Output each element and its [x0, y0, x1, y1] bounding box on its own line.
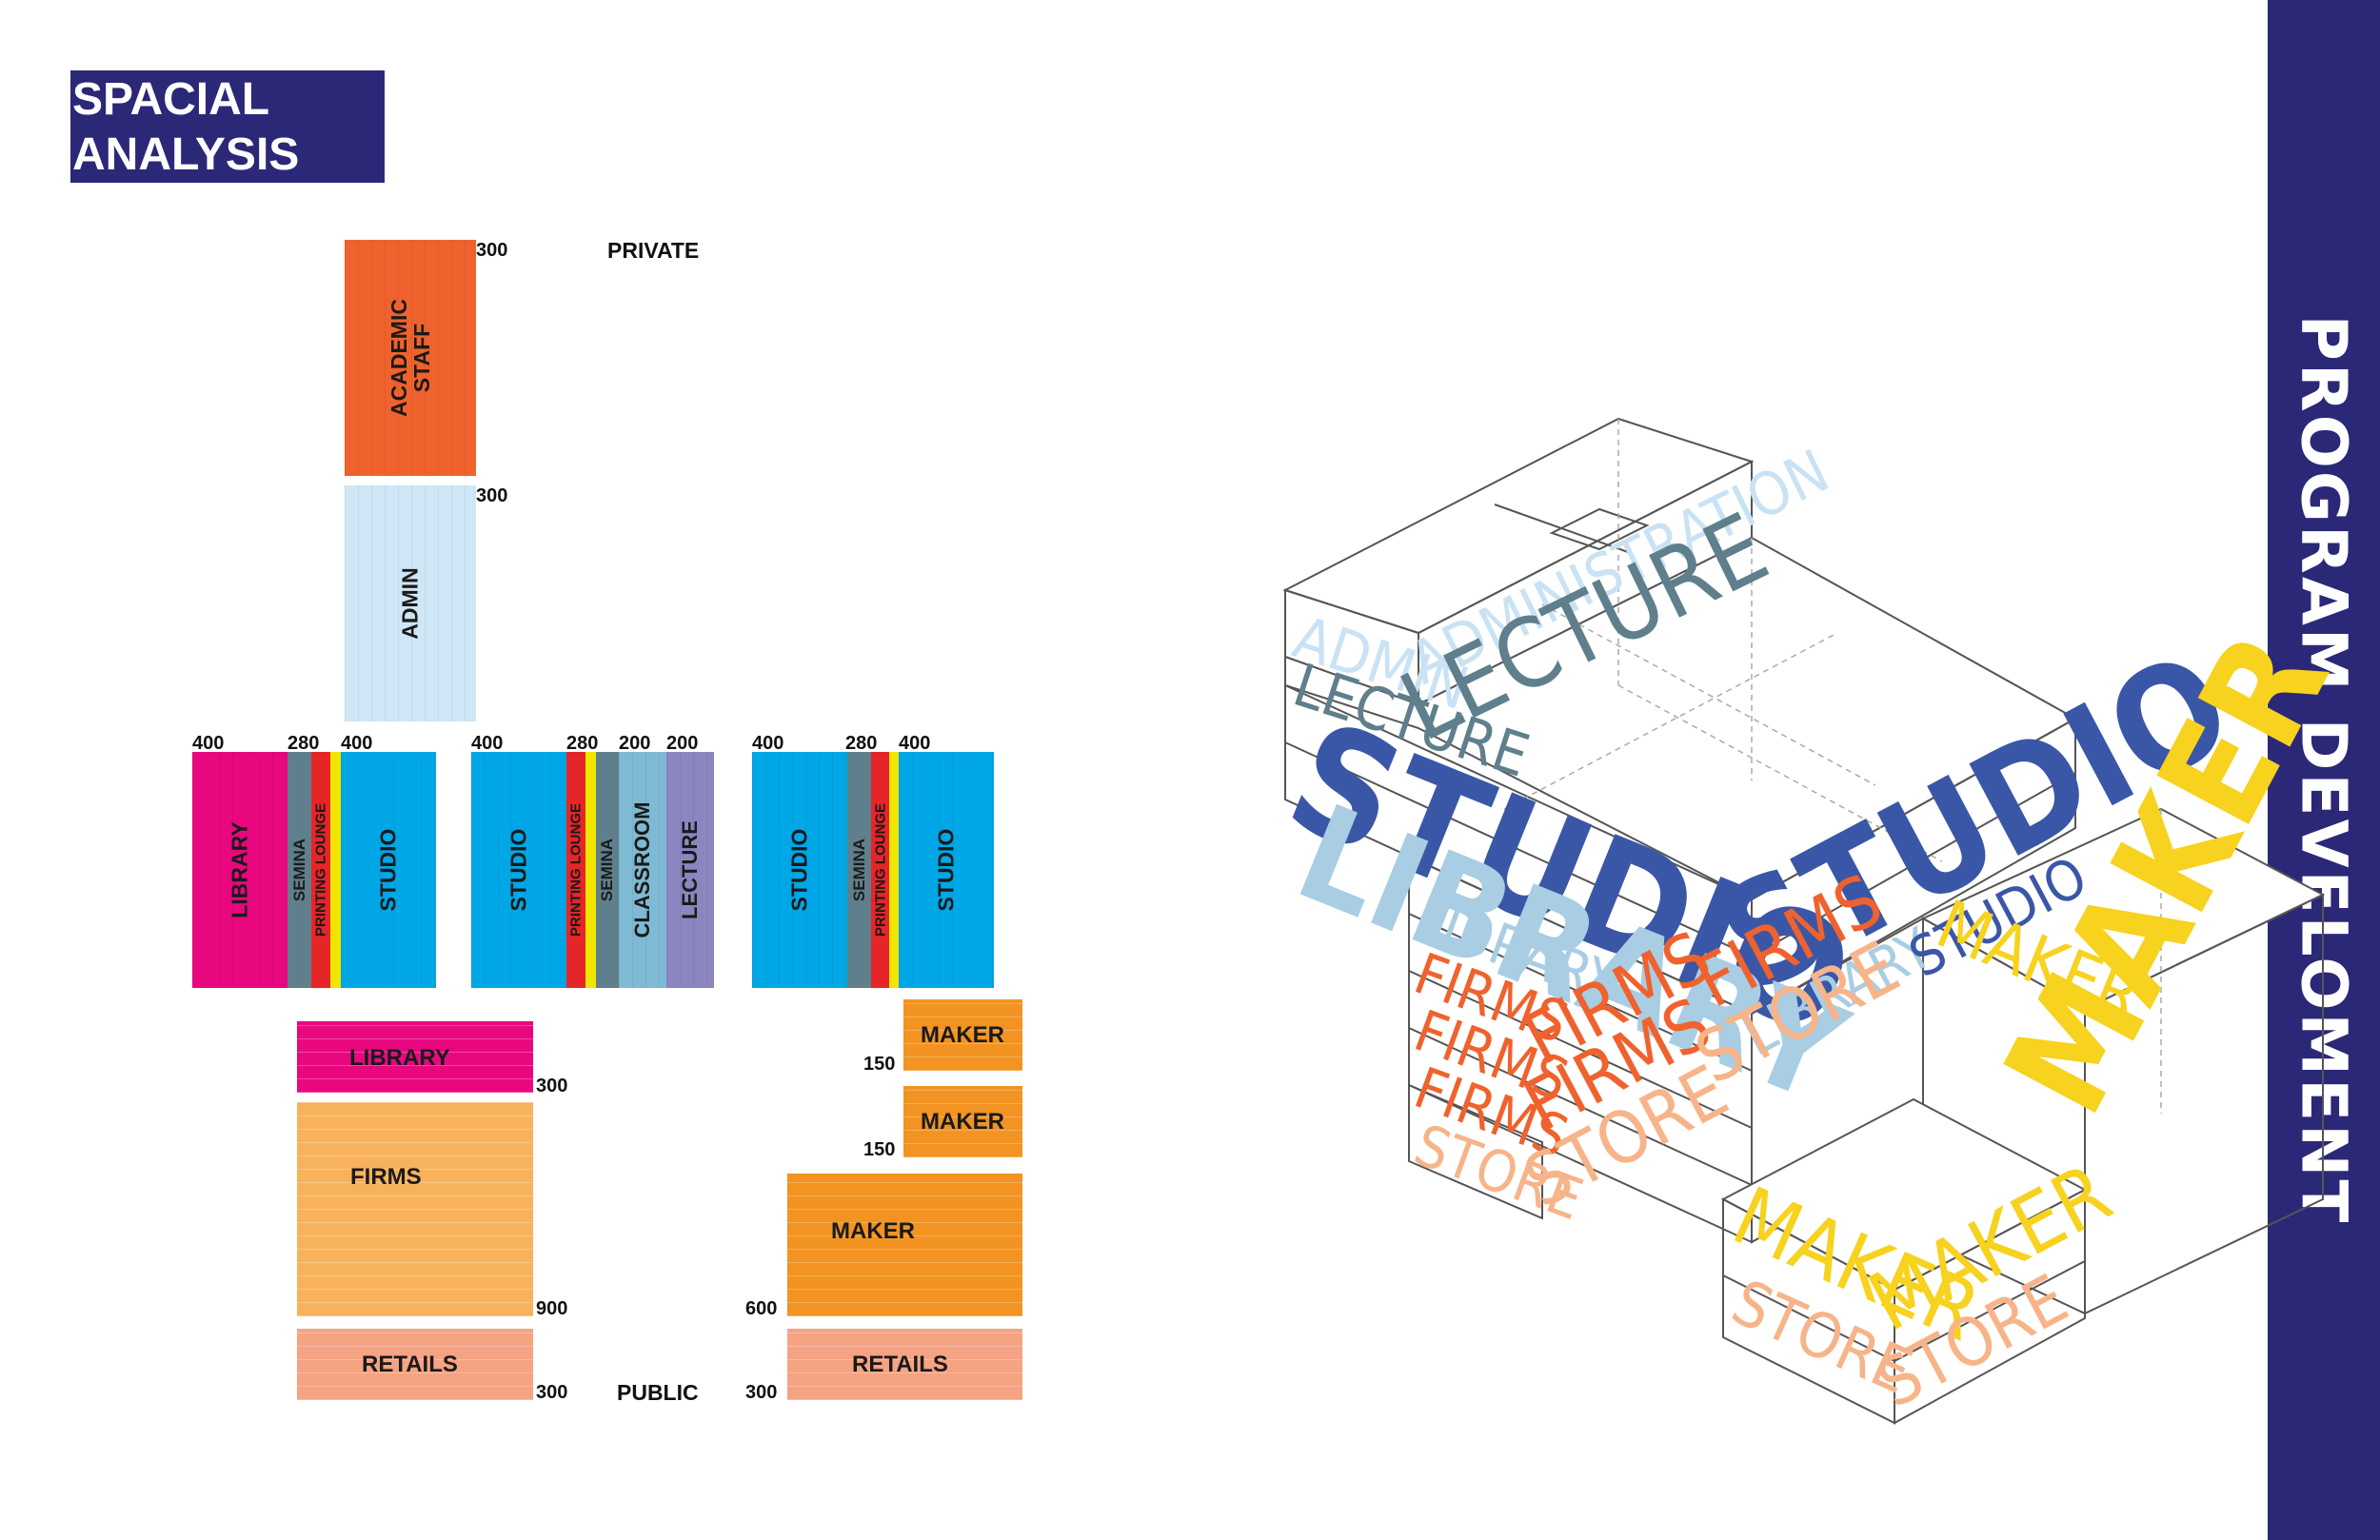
- page-title: SPACIAL ANALYSIS: [70, 70, 385, 183]
- g3-area-2: 280: [845, 733, 878, 754]
- g2-semina-block: SEMINA: [596, 752, 619, 988]
- iso-studio-front-right: [1751, 717, 2076, 1016]
- g3-studio-block-1: STUDIO: [752, 752, 847, 988]
- g3-printing-label: PRINTING LOUNGE: [872, 802, 888, 938]
- title-line-2: ANALYSIS: [72, 129, 300, 180]
- g2-semina-label: SEMINA: [598, 838, 616, 902]
- iso-top-shaft: [1549, 507, 1650, 551]
- title-line-1: SPACIAL: [72, 74, 270, 125]
- g1-printing-label: PRINTING LOUNGE: [312, 802, 329, 938]
- g2-lecture-label: LECTURE: [678, 820, 702, 919]
- maker-1-label: MAKER: [921, 1022, 1004, 1048]
- g2-printing-block: PRINTING LOUNGE: [566, 752, 585, 988]
- iso-store-left: [1408, 1083, 1543, 1220]
- g2-studio-label: STUDIO: [506, 828, 531, 912]
- maker-1-block: MAKER: [903, 999, 1022, 1071]
- g1-studio-block: STUDIO: [341, 752, 436, 988]
- iso-studio-mid-left: [1284, 741, 1753, 958]
- zone-public-label: PUBLIC: [617, 1380, 699, 1405]
- g2-area-2: 280: [566, 733, 599, 754]
- g2-classroom-block: CLASSROOM: [619, 752, 666, 988]
- g3-area-1: 400: [752, 733, 784, 754]
- g2-area-3: 200: [619, 733, 651, 754]
- g1-library-label: LIBRARY: [227, 821, 252, 918]
- admin-area: 300: [476, 485, 508, 506]
- iso-lower-maker-right: [1894, 1188, 2086, 1425]
- iso-lower-line-left: [1722, 1274, 1895, 1362]
- maker-3-area: 600: [745, 1298, 778, 1319]
- isometric-program-diagram: ADMIN ADMINISTRATION LECTURE LECTURE STU…: [1267, 417, 2361, 1425]
- g3-printing-block: PRINTING LOUNGE: [871, 752, 889, 988]
- g2-area-1: 400: [471, 733, 504, 754]
- g3-studio-label-1: STUDIO: [786, 828, 812, 912]
- firms-area: 900: [536, 1298, 568, 1319]
- firms-label: FIRMS: [350, 1164, 422, 1190]
- g1-printing-yellow: [330, 752, 341, 988]
- g1-area-1: 400: [192, 733, 225, 754]
- g1-library-block: LIBRARY: [192, 752, 288, 988]
- g1-semina-label: SEMINA: [289, 838, 308, 902]
- lower-library-block: LIBRARY: [297, 1021, 533, 1093]
- g1-area-2: 280: [288, 733, 320, 754]
- firms-block: FIRMS: [297, 1102, 533, 1316]
- g1-area-3: 400: [341, 733, 373, 754]
- iso-hidden-3: [1617, 684, 1943, 862]
- admin-label: ADMIN: [397, 567, 423, 640]
- g3-studio-block-2: STUDIO: [899, 752, 994, 988]
- academic-staff-label: ACADEMIC STAFF: [386, 299, 434, 417]
- retails-right-block: RETAILS: [787, 1329, 1022, 1400]
- g3-semina-label: SEMINA: [849, 838, 868, 902]
- maker-1-area: 150: [863, 1054, 896, 1075]
- g2-printing-label: PRINTING LOUNGE: [567, 802, 585, 938]
- g3-semina-block: SEMINA: [847, 752, 871, 988]
- g3-printing-yellow: [889, 752, 899, 988]
- iso-lower-line-right: [1894, 1260, 2086, 1362]
- g3-area-3: 400: [899, 733, 931, 754]
- retails-right-label: RETAILS: [852, 1352, 948, 1377]
- g2-classroom-label: CLASSROOM: [630, 801, 654, 938]
- g2-printing-yellow: [585, 752, 596, 988]
- iso-firms-line-2: [1408, 970, 1753, 1129]
- g2-lecture-block: LECTURE: [666, 752, 714, 988]
- iso-firms-line-3: [1408, 1027, 1753, 1186]
- academic-label-line1: ACADEMIC: [386, 299, 411, 417]
- lower-library-label: LIBRARY: [349, 1045, 450, 1071]
- maker-2-area: 150: [863, 1139, 896, 1160]
- academic-staff-block: ACADEMIC STAFF: [345, 240, 476, 476]
- iso-studio-mid-right: [1751, 772, 2076, 958]
- maker-3-block: MAKER: [787, 1174, 1022, 1316]
- retails-left-label: RETAILS: [362, 1352, 458, 1377]
- g2-area-4: 200: [666, 733, 699, 754]
- g2-studio-block: STUDIO: [471, 752, 566, 988]
- side-band: PROGRAM DEVELOMENT: [2268, 0, 2380, 1540]
- retails-left-block: RETAILS: [297, 1329, 533, 1400]
- academic-area: 300: [476, 240, 508, 261]
- g1-printing-block: PRINTING LOUNGE: [311, 752, 330, 988]
- retails-right-area: 300: [745, 1382, 778, 1403]
- maker-3-label: MAKER: [831, 1218, 915, 1244]
- g1-studio-label: STUDIO: [375, 828, 401, 912]
- admin-block: ADMIN: [345, 485, 476, 721]
- academic-label-line2: STAFF: [409, 323, 434, 393]
- lower-library-area: 300: [536, 1076, 568, 1096]
- maker-2-block: MAKER: [903, 1086, 1022, 1157]
- maker-2-label: MAKER: [921, 1109, 1004, 1135]
- g1-semina-block: SEMINA: [288, 752, 311, 988]
- g3-studio-label-2: STUDIO: [933, 828, 959, 912]
- iso-firms-line-1: [1408, 913, 1753, 1072]
- retails-left-area: 300: [536, 1382, 568, 1403]
- zone-private-label: PRIVATE: [607, 238, 700, 263]
- iso-hidden-1: [1541, 603, 1876, 786]
